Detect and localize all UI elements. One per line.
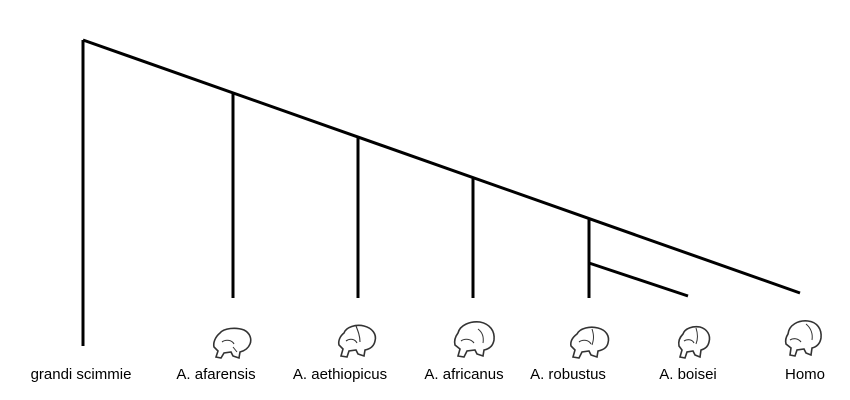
label-boisei: A. boisei [659,366,717,383]
skull-afarensis-icon [206,325,256,361]
skull-homo-icon [780,318,824,360]
label-homo: Homo [785,366,825,383]
branch-boisei [589,263,688,296]
skull-aethiopicus-icon [330,322,382,360]
label-afarensis: A. afarensis [176,366,255,383]
skull-boisei-icon [674,323,714,361]
main-stem [83,40,800,293]
label-robustus: A. robustus [530,366,606,383]
label-aethiopicus: A. aethiopicus [293,366,387,383]
label-great-apes: grandi scimmie [31,366,132,383]
skull-robustus-icon [564,323,614,361]
label-africanus: A. africanus [424,366,503,383]
skull-africanus-icon [448,319,498,361]
